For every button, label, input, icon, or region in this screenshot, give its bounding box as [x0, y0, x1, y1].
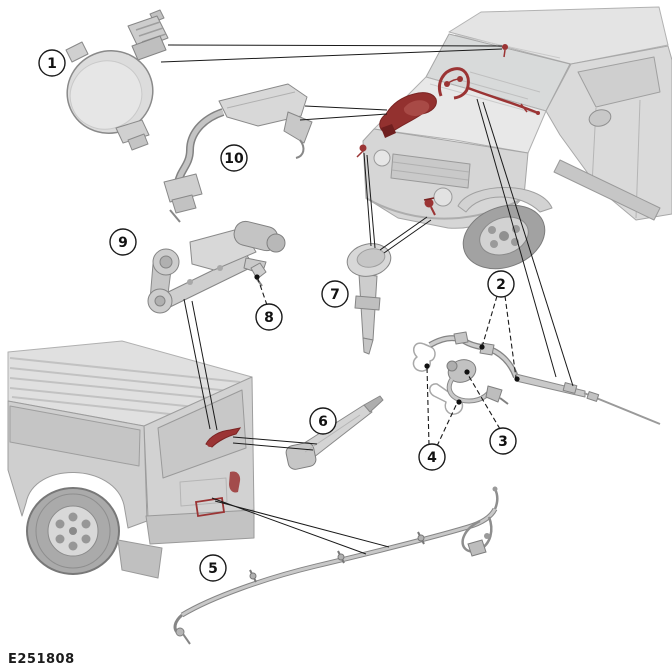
svg-text:10: 10: [224, 151, 244, 167]
highlight-rear-washer-outlet: [194, 496, 226, 518]
svg-text:6: 6: [318, 414, 328, 430]
highlight-fender-nozzle: [359, 144, 367, 152]
svg-text:2: 2: [496, 277, 506, 293]
callout-10: 10: [220, 144, 248, 172]
svg-text:1: 1: [47, 56, 57, 72]
vehicle-rear-view: [7, 340, 255, 579]
callout-5: 5: [199, 554, 227, 582]
callout-1: 1: [38, 49, 66, 77]
highlight-rear-wiper-washer: [194, 427, 242, 518]
callout-6: 6: [309, 407, 337, 435]
figure-code: E251808: [8, 652, 75, 667]
svg-text:5: 5: [208, 561, 218, 577]
svg-text:9: 9: [118, 235, 128, 251]
callout-7: 7: [321, 280, 349, 308]
highlight-rear-wiper-pivot: [205, 427, 242, 448]
svg-text:3: 3: [498, 434, 508, 450]
part-wiper-motor-linkage: [147, 220, 286, 314]
svg-text:7: 7: [330, 287, 340, 303]
highlight-rain-sensor-location: [502, 44, 508, 50]
svg-text:8: 8: [264, 310, 274, 326]
callout-2: 2: [487, 270, 515, 298]
callout-3: 3: [489, 427, 517, 455]
callout-9: 9: [109, 228, 137, 256]
leader-lines: [160, 44, 574, 555]
callout-8: 8: [255, 303, 283, 331]
callout-4: 4: [418, 443, 446, 471]
callout-layer: 1 2 3 4 5 6 7 8 9 10: [38, 49, 517, 582]
part-rain-sensor: [65, 9, 169, 151]
highlight-headlamp-washer: [424, 198, 434, 208]
part-front-washer-hose-assembly: [412, 331, 661, 425]
part-headlamp-washer-jet: [346, 243, 392, 355]
part-cowl-hose-bracket: [163, 83, 313, 223]
part-rear-wiper-arm: [285, 395, 384, 470]
vehicle-front-view: [362, 6, 672, 270]
svg-text:4: 4: [427, 450, 437, 466]
part-rear-washer-hose: [173, 486, 499, 645]
